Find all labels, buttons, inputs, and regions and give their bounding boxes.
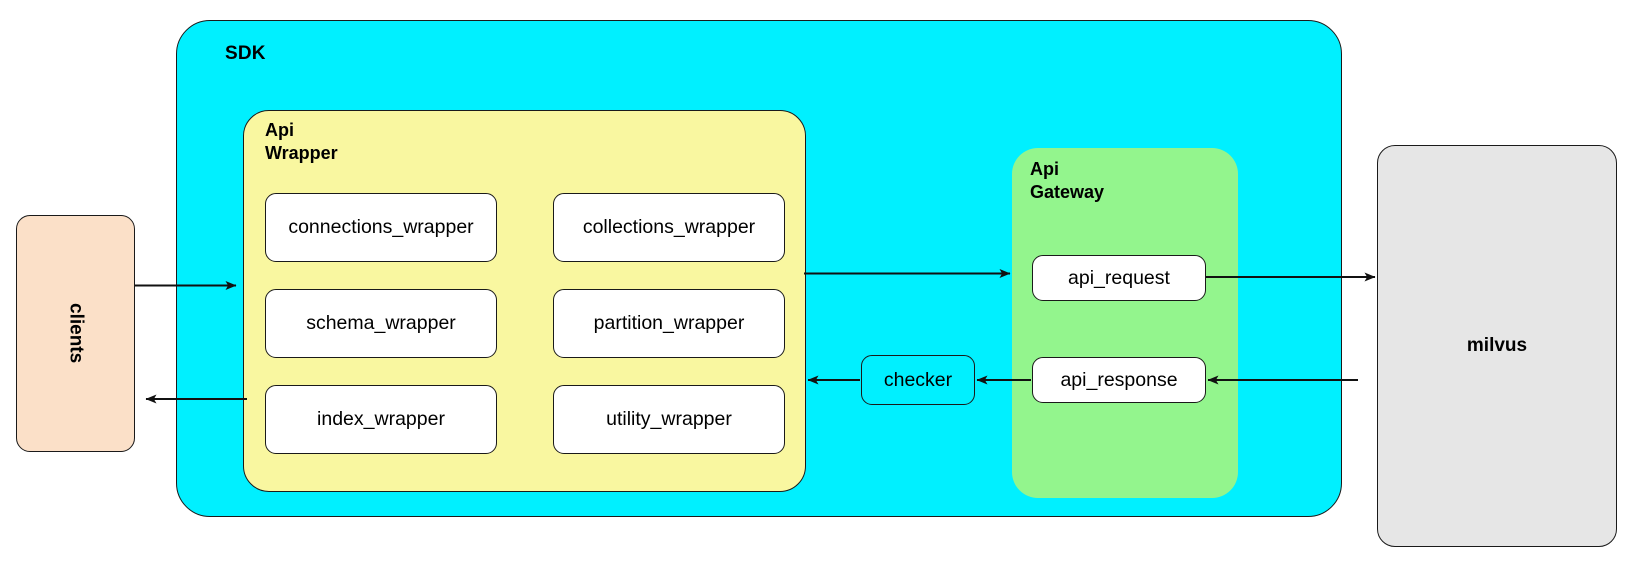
- partition-wrapper-box[interactable]: partition_wrapper: [553, 289, 785, 358]
- sdk-label: SDK: [225, 43, 266, 64]
- index-wrapper-box[interactable]: index_wrapper: [265, 385, 497, 454]
- api-gateway-label-line1: Api: [1030, 159, 1059, 179]
- milvus-box[interactable]: milvus: [1377, 145, 1617, 547]
- collections-wrapper-box[interactable]: collections_wrapper: [553, 193, 785, 262]
- clients-label: clients: [65, 303, 87, 364]
- clients-box[interactable]: clients: [16, 215, 135, 452]
- schema-wrapper-label: schema_wrapper: [306, 312, 456, 334]
- api-wrapper-label-line1: Api: [265, 120, 294, 140]
- api-wrapper-label-line2: Wrapper: [265, 143, 338, 164]
- checker-box[interactable]: checker: [861, 355, 975, 405]
- api-response-label: api_response: [1060, 368, 1178, 391]
- api-gateway-label-line2: Gateway: [1030, 182, 1105, 203]
- api-request-label: api_request: [1068, 266, 1170, 289]
- checker-label: checker: [883, 368, 953, 391]
- collections-wrapper-label: collections_wrapper: [582, 216, 756, 238]
- milvus-label: milvus: [1466, 334, 1528, 356]
- api-request-box[interactable]: api_request: [1032, 255, 1206, 301]
- utility-wrapper-label: utility_wrapper: [606, 408, 732, 430]
- schema-wrapper-box[interactable]: schema_wrapper: [265, 289, 497, 358]
- utility-wrapper-box[interactable]: utility_wrapper: [553, 385, 785, 454]
- connections-wrapper-label: connections_wrapper: [288, 216, 474, 238]
- partition-wrapper-label: partition_wrapper: [593, 312, 745, 334]
- connections-wrapper-box[interactable]: connections_wrapper: [265, 193, 497, 262]
- index-wrapper-label: index_wrapper: [317, 408, 445, 430]
- api-response-box[interactable]: api_response: [1032, 357, 1206, 403]
